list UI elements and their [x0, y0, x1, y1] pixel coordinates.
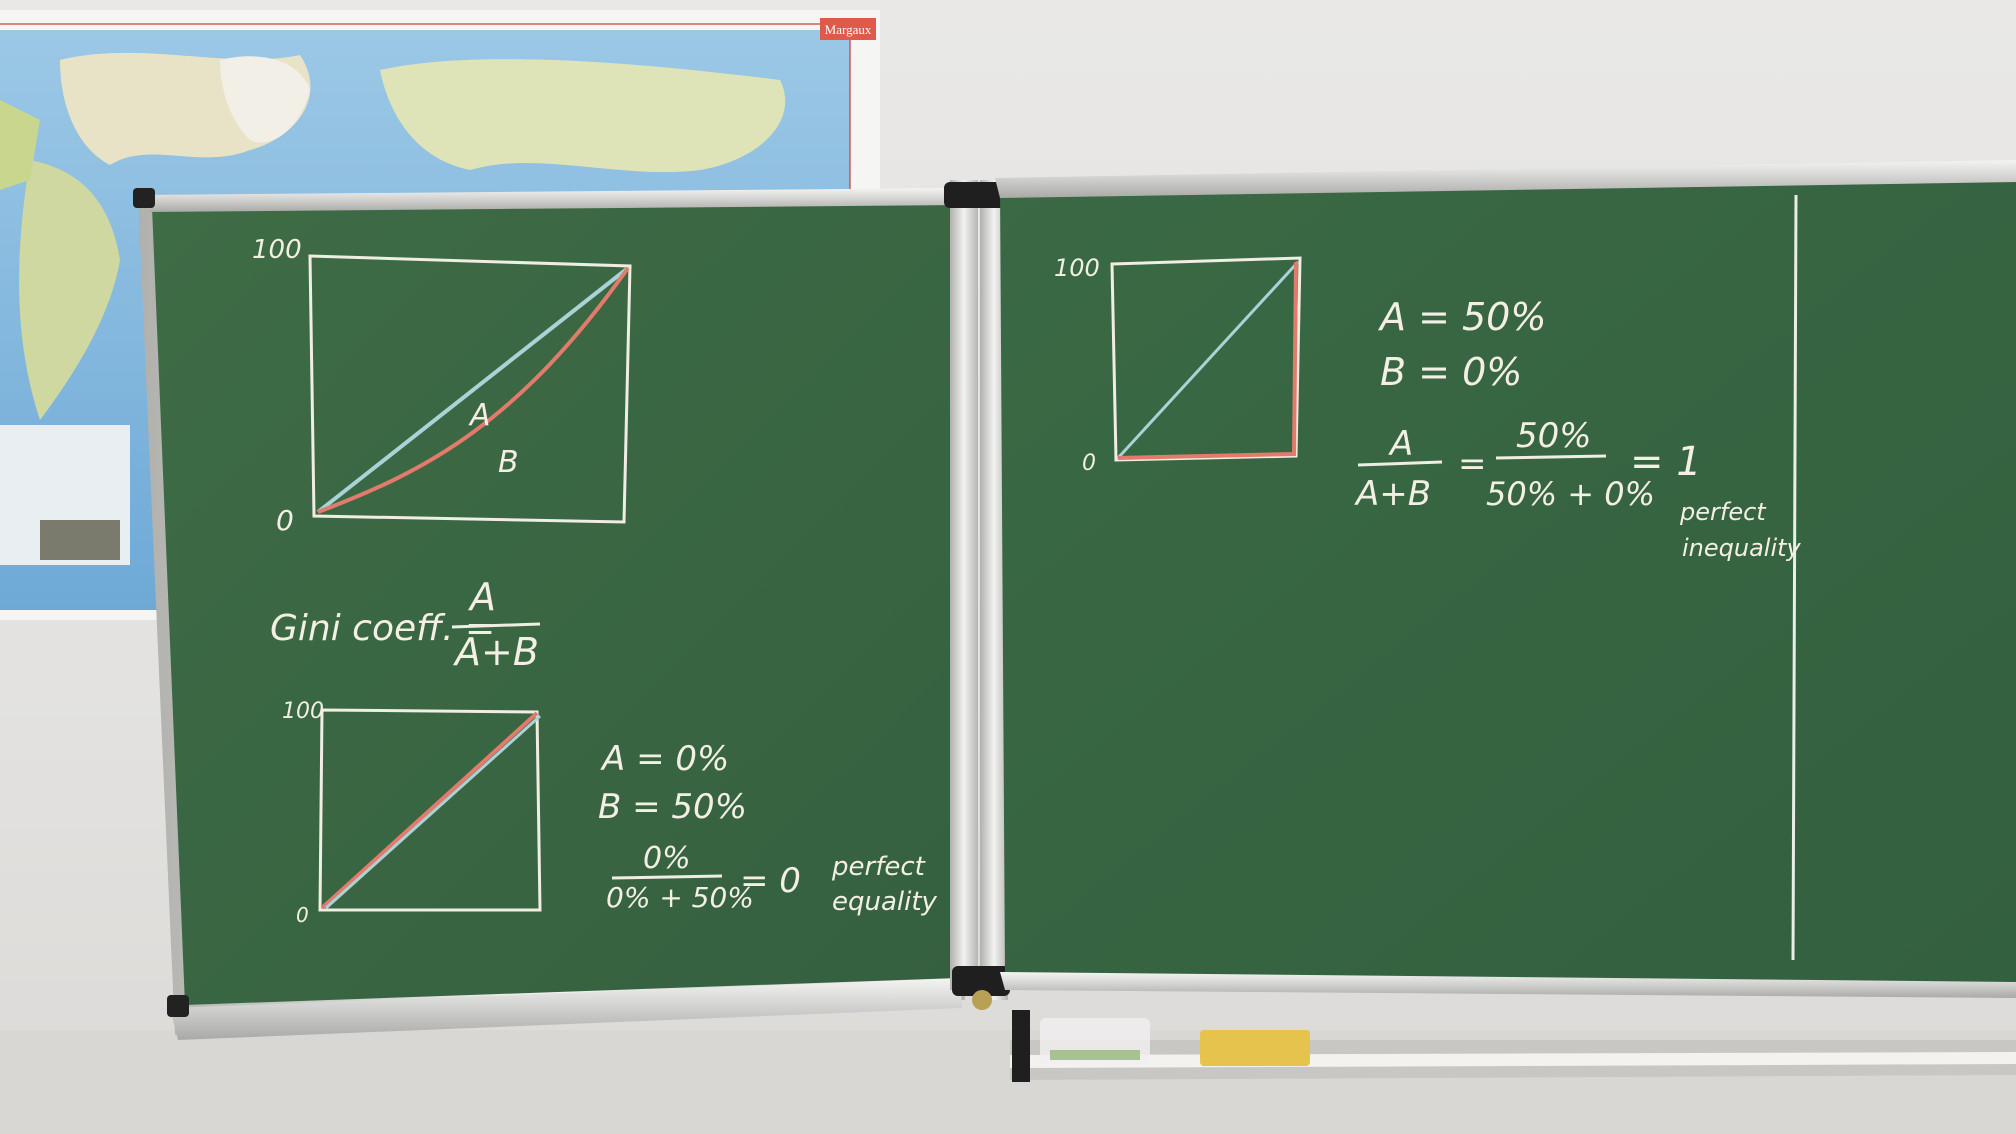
gini-label: Gini coeff. = [270, 608, 495, 649]
calc-numerator-right: 50% [1516, 416, 1592, 456]
gini-denominator: A+B [452, 630, 539, 674]
right-chalkboard [995, 160, 2016, 998]
equality-calculation: A = 0% B = 50% 0% 0% + 50% = 0 perfect e… [598, 739, 938, 917]
calc-denominator: 0% + 50% [606, 881, 754, 914]
origin-label: 0 [276, 504, 294, 537]
chalk-tray [1010, 1010, 2016, 1082]
value-a: A = 0% [600, 739, 729, 779]
note-inequality: inequality [1682, 534, 1802, 562]
lorenz-curve [317, 266, 630, 514]
origin-label-3: 0 [1082, 451, 1096, 476]
calc-a-plus-b: A+B [1354, 474, 1431, 514]
lorenz-graph-2: 100 0 [282, 699, 542, 927]
calc-equals: = [1458, 444, 1487, 484]
calc-result-right: = 1 [1630, 439, 1702, 485]
lorenz-graph-1: 100 0 A B [252, 235, 632, 537]
calc-denominator-right: 50% + 0% [1486, 475, 1655, 513]
board-hinge [944, 180, 1010, 1010]
value-b-right: B = 0% [1380, 350, 1522, 394]
y-axis-top-label-3: 100 [1054, 254, 1100, 282]
calc-a: A [1388, 424, 1413, 464]
calc-numerator: 0% [643, 841, 691, 876]
y-axis-top-label-2: 100 [282, 699, 324, 724]
y-axis-top-label: 100 [252, 235, 302, 265]
note-equality: equality [832, 887, 938, 917]
area-a-label: A [468, 398, 491, 433]
left-chalkboard [133, 188, 965, 1040]
equality-line [316, 266, 630, 514]
inequality-calculation: A = 50% B = 0% A A+B = 50% 50% + 0% = 1 … [1354, 295, 1802, 562]
origin-label-2: 0 [296, 903, 309, 927]
note-perfect-right: perfect [1679, 498, 1767, 526]
gini-formula: Gini coeff. = A A+B [270, 575, 541, 674]
value-a-right: A = 50% [1377, 295, 1546, 339]
calc-result: = 0 [740, 861, 801, 901]
note-perfect: perfect [831, 852, 926, 882]
area-b-label: B [498, 445, 519, 480]
map-brand-label: Margaux [825, 22, 872, 37]
value-b: B = 50% [598, 787, 747, 827]
gini-numerator: A [467, 575, 496, 619]
sponge [1200, 1030, 1310, 1066]
lorenz-graph-3: 100 0 [1054, 254, 1302, 476]
